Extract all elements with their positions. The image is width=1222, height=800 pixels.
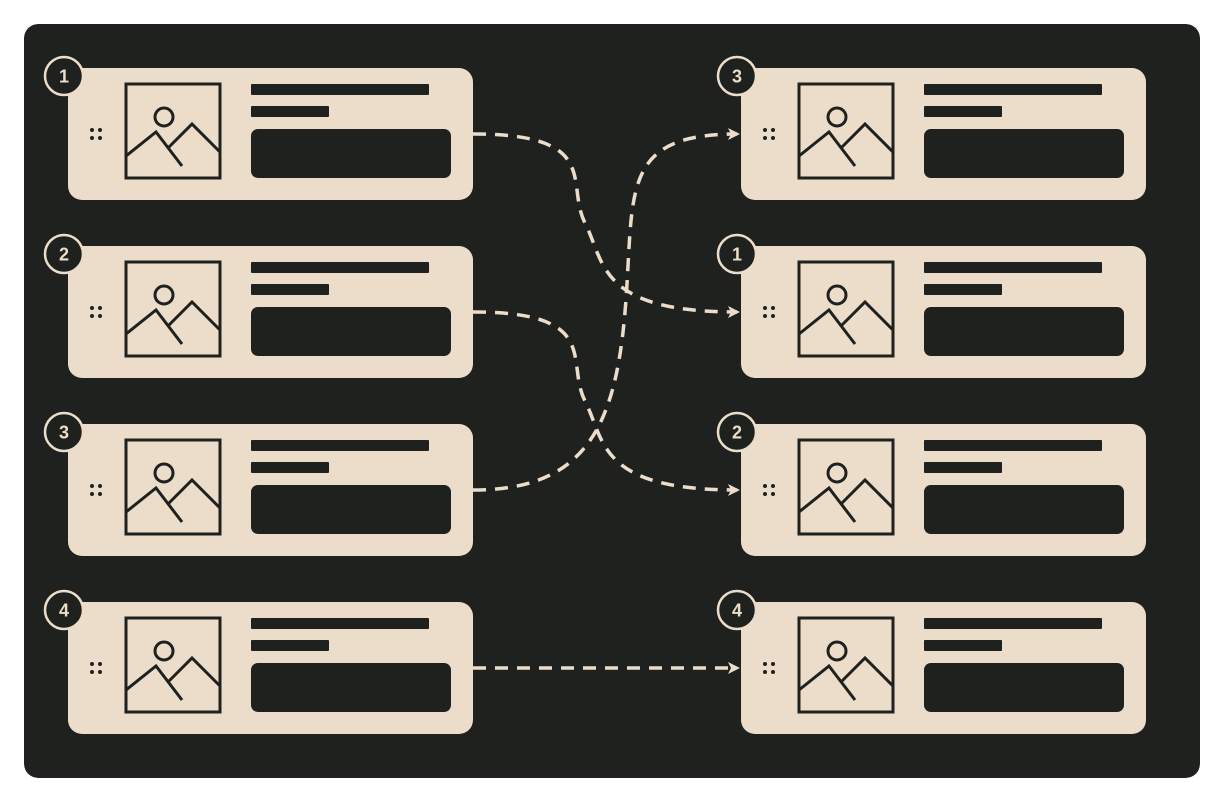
drag-handle-icon[interactable] [90,306,102,318]
panel-background [24,24,1200,778]
drag-handle-icon[interactable] [90,662,102,674]
content-block [251,307,451,356]
title-line [924,262,1102,273]
subtitle-line [924,106,1002,117]
title-line [924,84,1102,95]
order-badge: 3 [716,55,758,97]
order-number: 4 [59,601,69,621]
reorder-diagram: 1 2 3 4 3 1 2 4 [24,24,1200,778]
connector-arrow-3 [472,128,740,492]
order-badge: 4 [43,589,85,631]
content-block [924,307,1124,356]
content-block [251,129,451,178]
reordered-card-2[interactable]: 1 [716,233,1146,378]
drag-handle-icon[interactable] [763,306,775,318]
image-placeholder-icon [797,260,895,358]
order-badge: 1 [716,233,758,275]
connector-arrow-2 [472,310,740,496]
image-placeholder-icon [124,616,222,714]
title-line [251,440,429,451]
subtitle-line [251,462,329,473]
reordered-card-1[interactable]: 3 [716,55,1146,200]
image-placeholder-icon [797,438,895,536]
image-placeholder-icon [124,438,222,536]
subtitle-line [924,284,1002,295]
image-placeholder-icon [124,260,222,358]
content-block [924,663,1124,712]
content-block [251,485,451,534]
order-number: 4 [732,601,742,621]
order-badge: 3 [43,411,85,453]
title-line [924,618,1102,629]
order-number: 2 [59,245,69,265]
image-placeholder-icon [124,82,222,180]
reordered-card-3[interactable]: 2 [716,411,1146,556]
drag-handle-icon[interactable] [90,128,102,140]
drag-handle-icon[interactable] [763,128,775,140]
original-card-4[interactable]: 4 [43,589,473,734]
order-badge: 4 [716,589,758,631]
content-block [924,129,1124,178]
order-badge: 2 [43,233,85,275]
reordered-column: 3 1 2 4 [716,55,1146,734]
order-badge: 2 [716,411,758,453]
subtitle-line [924,462,1002,473]
order-number: 3 [59,423,69,443]
connector-arrow-1 [472,132,740,318]
subtitle-line [251,106,329,117]
subtitle-line [251,640,329,651]
order-number: 1 [732,245,742,265]
image-placeholder-icon [797,616,895,714]
order-number: 3 [732,67,742,87]
order-number: 2 [732,423,742,443]
drag-handle-icon[interactable] [763,484,775,496]
drag-handle-icon[interactable] [763,662,775,674]
subtitle-line [251,284,329,295]
order-badge: 1 [43,55,85,97]
content-block [924,485,1124,534]
reorder-diagram-panel: 1 2 3 4 3 1 2 4 [24,24,1200,778]
original-card-1[interactable]: 1 [43,55,473,200]
original-card-2[interactable]: 2 [43,233,473,378]
order-number: 1 [59,67,69,87]
subtitle-line [924,640,1002,651]
title-line [251,262,429,273]
title-line [251,618,429,629]
drag-handle-icon[interactable] [90,484,102,496]
original-order-column: 1 2 3 4 [43,55,473,734]
content-block [251,663,451,712]
image-placeholder-icon [797,82,895,180]
connector-layer [472,128,740,674]
title-line [924,440,1102,451]
title-line [251,84,429,95]
original-card-3[interactable]: 3 [43,411,473,556]
reordered-card-4[interactable]: 4 [716,589,1146,734]
